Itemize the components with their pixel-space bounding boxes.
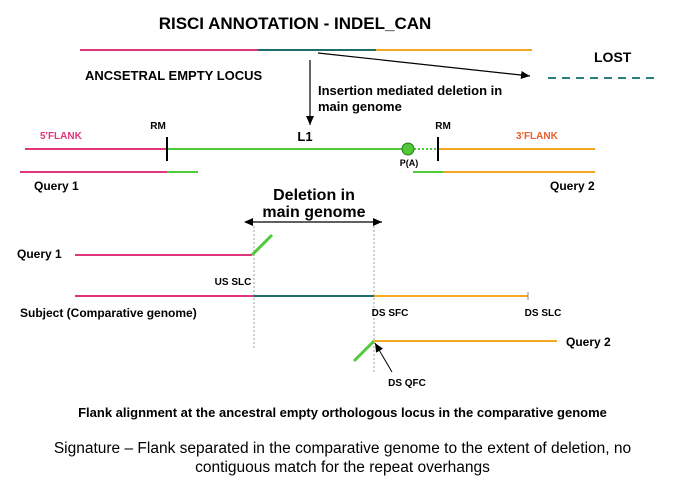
- ancestral-locus-label: ANCSETRAL EMPTY LOCUS: [85, 68, 263, 83]
- query1-bottom-green: [250, 233, 274, 257]
- polya-label: P(A): [400, 158, 419, 168]
- signature-line-1: Signature – Flank separated in the compa…: [53, 440, 632, 457]
- lost-label: LOST: [594, 49, 632, 65]
- l1-label: L1: [297, 129, 312, 144]
- signature-text: Signature – Flank separated in the compa…: [0, 439, 685, 477]
- ds-sfc-label: DS SFC: [372, 308, 409, 319]
- insertion-label-line1: Insertion mediated deletion in: [318, 83, 502, 98]
- subject-label: Subject (Comparative genome): [20, 306, 197, 320]
- insertion-label-line2: main genome: [318, 99, 402, 114]
- ds-qfc-label: DS QFC: [388, 378, 426, 389]
- signature-line-2: contiguous match for the repeat overhang…: [195, 459, 490, 476]
- deletion-label-line1: Deletion in: [273, 187, 355, 204]
- polya-circle: [401, 142, 415, 156]
- query1-top-label: Query 1: [34, 179, 79, 193]
- ds-slc-label: DS SLC: [525, 308, 562, 319]
- us-slc-label: US SLC: [215, 277, 252, 288]
- lost-arrow: [317, 52, 531, 80]
- ds-qfc-arrow: [374, 342, 393, 373]
- rm-right-label: RM: [435, 121, 451, 132]
- diagram-title: RISCI ANNOTATION - INDEL_CAN: [159, 14, 432, 33]
- figure-caption: Flank alignment at the ancestral empty o…: [78, 405, 607, 420]
- query2-top-label: Query 2: [550, 179, 595, 193]
- deletion-label-line2: main genome: [262, 204, 365, 221]
- query1-bottom-label: Query 1: [17, 247, 62, 261]
- three-flank-label: 3'FLANK: [516, 131, 559, 142]
- rm-left-label: RM: [150, 121, 166, 132]
- five-flank-label: 5'FLANK: [40, 131, 83, 142]
- query2-bottom-label: Query 2: [566, 335, 611, 349]
- query2-bottom-green: [352, 339, 376, 363]
